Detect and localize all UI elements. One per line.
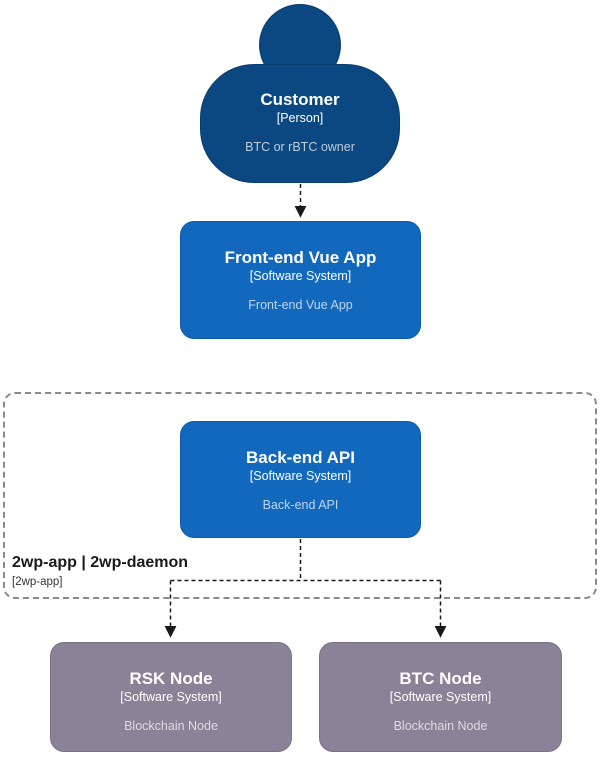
boundary-title: 2wp-app | 2wp-daemon	[12, 554, 189, 571]
node-customer-description: BTC or rBTC owner	[245, 140, 355, 154]
boundary-2wp-app	[3, 392, 597, 599]
node-customer-type: [Person]	[276, 111, 324, 125]
node-frontend-title: Front-end Vue App	[224, 248, 377, 267]
boundary-label: 2wp-app | 2wp-daemon [2wp-app]	[12, 553, 188, 590]
node-btc-title: BTC Node	[399, 669, 482, 688]
node-frontend-description: Front-end Vue App	[248, 298, 353, 312]
node-backend-api: Back-end API [Software System] Back-end …	[180, 421, 421, 538]
node-backend-description: Back-end API	[262, 498, 339, 512]
node-backend-type: [Software System]	[249, 469, 352, 483]
node-rsk-description: Blockchain Node	[124, 719, 218, 733]
node-frontend-type: [Software System]	[249, 269, 352, 283]
node-customer-title: Customer	[260, 90, 340, 109]
node-rsk-node: RSK Node [Software System] Blockchain No…	[50, 642, 292, 752]
node-btc-node: BTC Node [Software System] Blockchain No…	[319, 642, 562, 752]
node-backend-title: Back-end API	[246, 448, 355, 467]
node-frontend-vue-app: Front-end Vue App [Software System] Fron…	[180, 221, 421, 339]
node-rsk-title: RSK Node	[129, 669, 213, 688]
node-btc-type: [Software System]	[389, 690, 492, 704]
boundary-type-label: [2wp-app]	[12, 576, 63, 588]
node-btc-description: Blockchain Node	[393, 719, 488, 733]
node-rsk-type: [Software System]	[120, 690, 222, 704]
node-customer: Customer [Person] BTC or rBTC owner	[200, 64, 400, 183]
